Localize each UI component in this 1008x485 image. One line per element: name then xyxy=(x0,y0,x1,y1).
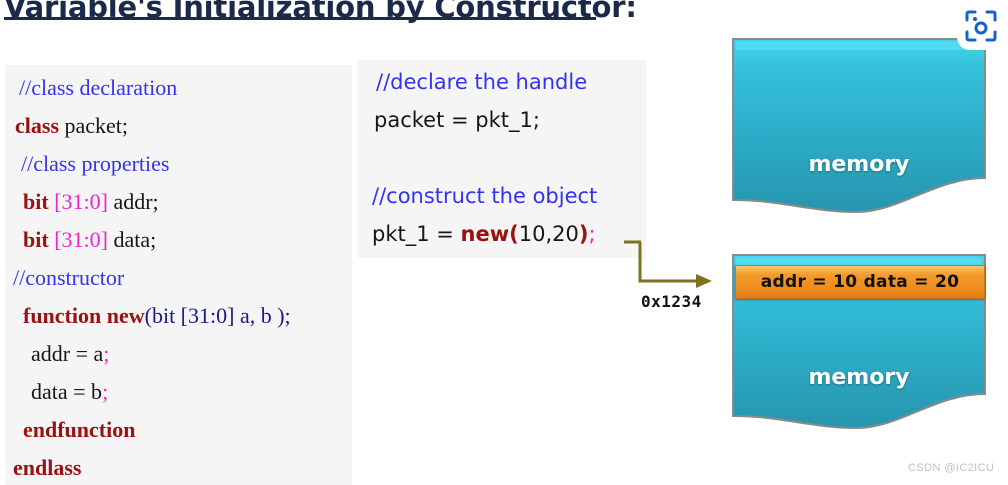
code-line: pkt_1 = new(10,20); xyxy=(372,222,596,246)
page-title-container: Variable's Initialization by Constructor… xyxy=(4,0,644,24)
code-token: //constructor xyxy=(13,265,125,290)
watermark: CSDN @IC2ICU xyxy=(908,462,995,474)
code-line: //class properties xyxy=(21,151,169,177)
code-token: endfunction xyxy=(23,417,136,442)
code-line: endfunction xyxy=(23,417,135,443)
code-token: //construct the object xyxy=(372,184,598,208)
code-line: endlass xyxy=(13,455,81,481)
code-token: packet = pkt_1; xyxy=(374,108,540,132)
code-line: //declare the handle xyxy=(376,70,587,94)
code-token: ; xyxy=(102,379,109,404)
code-token: addr; xyxy=(107,189,159,214)
code-line: //class declaration xyxy=(19,75,177,101)
code-line: class packet; xyxy=(15,113,128,139)
code-line: //construct the object xyxy=(372,184,597,208)
code-token: (bit [31:0] a, b ); xyxy=(144,303,291,328)
code-token: ( xyxy=(509,222,519,246)
code-token: bit xyxy=(23,227,55,252)
code-token: bit xyxy=(23,189,55,214)
code-token: data; xyxy=(107,227,157,252)
code-token: 10,20 xyxy=(518,222,579,246)
code-line: bit [31:0] addr; xyxy=(23,189,159,215)
title-underline xyxy=(4,17,596,20)
pointer-address-label: 0x1234 xyxy=(641,292,702,311)
code-line: addr = a; xyxy=(31,341,109,367)
object-address-bar-text: addr = 10 data = 20 xyxy=(760,272,960,292)
code-token: [31:0] xyxy=(54,189,108,214)
code-token: addr = a xyxy=(31,341,104,366)
code-line: //constructor xyxy=(13,265,124,291)
code-token: class xyxy=(15,113,65,138)
code-panel-object-construction: //declare the handle packet = pkt_1; //con… xyxy=(358,60,646,258)
code-token: //declare the handle xyxy=(376,70,588,94)
code-token: endlass xyxy=(13,455,82,480)
object-address-bar: addr = 10 data = 20 xyxy=(735,265,985,299)
scan-camera-icon[interactable] xyxy=(957,2,1005,50)
pointer-arrow xyxy=(624,240,712,288)
code-token: pkt_1 = xyxy=(372,222,461,246)
code-token: //class properties xyxy=(21,151,170,176)
code-line: bit [31:0] data; xyxy=(23,227,156,253)
code-panel-class-declaration: //class declaration class packet; //class … xyxy=(5,65,352,485)
code-token: packet; xyxy=(64,113,129,138)
code-token: ) xyxy=(578,222,589,246)
code-token: new xyxy=(460,222,510,246)
code-token: ; xyxy=(588,222,596,246)
code-token: //class declaration xyxy=(19,75,178,100)
code-token: data = b xyxy=(31,379,103,404)
page-title: Variable's Initialization by Constructor… xyxy=(4,0,637,24)
code-line: data = b; xyxy=(31,379,108,405)
memory-box-top xyxy=(732,38,986,214)
code-line: function new(bit [31:0] a, b ); xyxy=(23,303,291,329)
code-token: function new xyxy=(23,303,145,328)
code-token: [31:0] xyxy=(54,227,108,252)
code-line: packet = pkt_1; xyxy=(374,108,540,132)
code-token: ; xyxy=(103,341,110,366)
